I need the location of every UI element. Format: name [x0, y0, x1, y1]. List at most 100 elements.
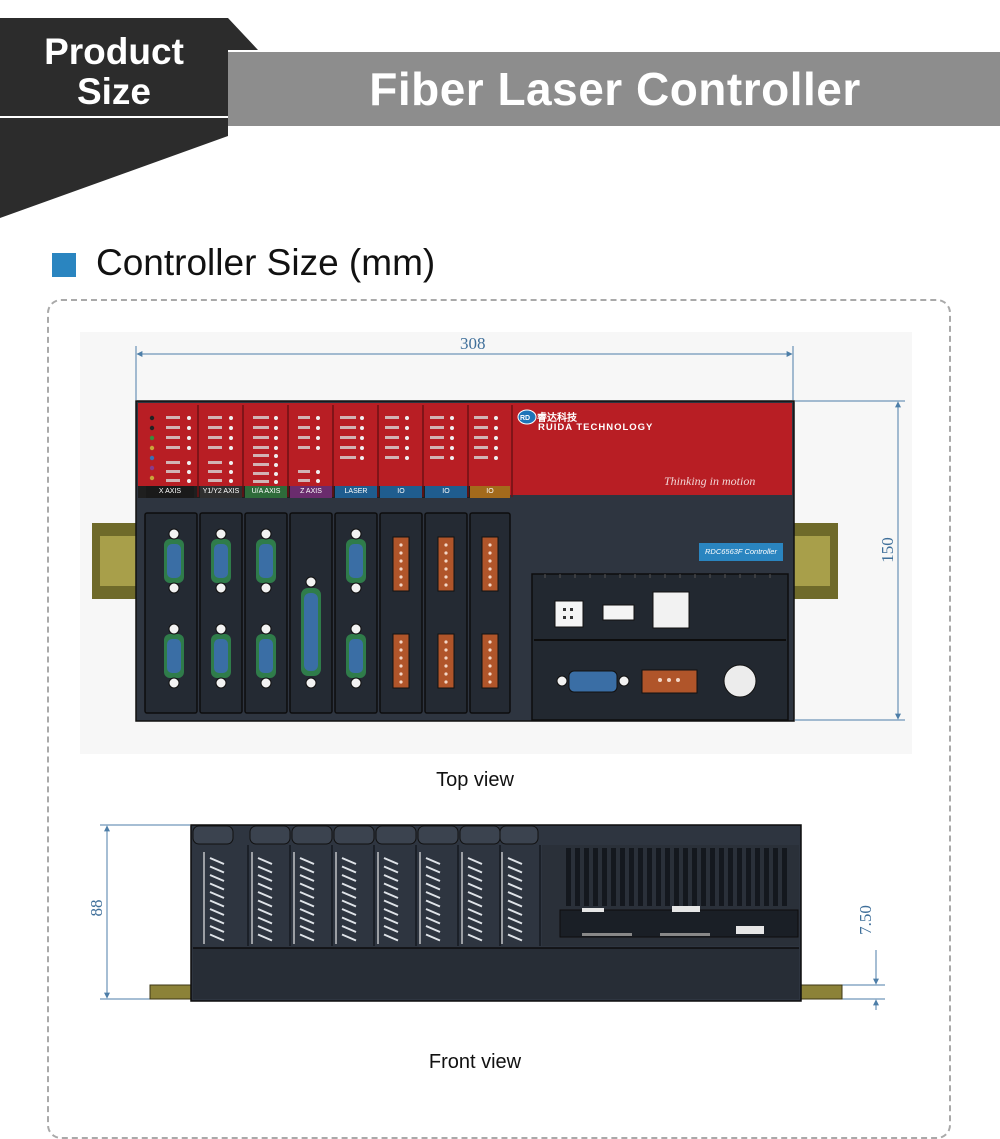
vent-slot: [209, 925, 225, 933]
vent-slot: [299, 882, 315, 891]
vent-slot: [507, 908, 523, 916]
vent-slot: [341, 882, 357, 891]
front-module-dividers: [247, 845, 541, 946]
brand-cn: 睿达科技: [537, 413, 577, 424]
svg-text:RD: RD: [520, 415, 530, 422]
module-label-io-3: IO: [486, 488, 494, 495]
vent-slot: [425, 865, 441, 874]
vent-slot: [257, 899, 273, 908]
ventilation-slots: [203, 852, 523, 944]
vent-slot: [507, 874, 523, 882]
heatsink-fin: [755, 848, 760, 906]
vent-slot: [383, 908, 399, 916]
module-label-ua-axis: U/A AXIS: [251, 488, 281, 495]
front-view-drawing: [100, 824, 885, 1010]
vent-slot: [257, 916, 273, 925]
vent-slot: [507, 925, 523, 933]
vent-slot: [257, 891, 273, 899]
vent-slot: [467, 908, 483, 916]
heatsink-fin: [737, 848, 742, 906]
module-separators: [197, 405, 513, 497]
module-color-tabs: [146, 486, 510, 498]
vent-slot: [257, 857, 273, 865]
vent-slot: [507, 899, 523, 908]
heatsink-fin: [593, 848, 598, 906]
module-label-io-1: IO: [397, 488, 405, 495]
vent-slot: [209, 916, 225, 925]
vent-slot: [341, 916, 357, 925]
product-size-badge: [0, 18, 258, 218]
vent-slot: [425, 891, 441, 899]
module-label-y-axis: Y1/Y2 AXIS: [202, 488, 240, 495]
brand-name: RUIDA TECHNOLOGY: [538, 422, 654, 433]
vent-slot: [425, 908, 441, 916]
vent-slot: [467, 874, 483, 882]
vent-slot: [341, 857, 357, 865]
din-rail-left: [92, 523, 138, 599]
vent-slot: [341, 899, 357, 908]
vent-slot: [299, 933, 315, 942]
vent-slot: [425, 916, 441, 925]
front-base: [193, 948, 799, 999]
heatsink-fin: [611, 848, 616, 906]
heatsink-fin: [620, 848, 625, 906]
module-label-io-2: IO: [442, 488, 450, 495]
front-rail-right: [795, 984, 843, 1000]
vent-slot: [383, 874, 399, 882]
axis-modules: [144, 512, 511, 714]
heatsink-fin: [584, 848, 589, 906]
ruida-logo: RD: [517, 409, 537, 425]
vent-slot: [425, 882, 441, 891]
badge-line2: Size: [76, 71, 152, 112]
slogan: Thinking in motion: [664, 474, 756, 488]
heatsink-fin: [566, 848, 571, 906]
vent-slot: [467, 925, 483, 933]
vent-slot: [425, 857, 441, 865]
top-view-caption: Top view: [436, 769, 514, 791]
vent-slot: [425, 933, 441, 942]
vent-slot: [257, 933, 273, 942]
height-dimension: [795, 400, 905, 721]
vent-slot: [507, 933, 523, 942]
din-rail-right: [792, 523, 838, 599]
power-terminal: [641, 669, 698, 694]
rail-thickness-label: 7.50: [856, 905, 875, 935]
heatsink-fin: [782, 848, 787, 906]
vent-slot: [383, 925, 399, 933]
axis-leds-colored: [149, 415, 155, 481]
ethernet-port: [652, 591, 690, 629]
heatsink-fin: [773, 848, 778, 906]
vent-slot: [299, 865, 315, 874]
vent-slot: [299, 899, 315, 908]
front-top-caps: [192, 825, 539, 845]
heatsink-fin: [764, 848, 769, 906]
heatsink-fin: [692, 848, 697, 906]
heatsink-fin: [575, 848, 580, 906]
front-right-block: [542, 845, 799, 946]
vent-slot: [341, 925, 357, 933]
power-button: [723, 664, 757, 698]
vent-slot: [467, 933, 483, 942]
vent-slot: [299, 891, 315, 899]
vent-slot: [257, 882, 273, 891]
serial-port: [556, 670, 630, 693]
vent-slot: [299, 857, 315, 865]
vent-slot: [299, 874, 315, 882]
vent-slot: [507, 882, 523, 891]
rail-thickness-dimension: [840, 950, 885, 1010]
heatsink-fin: [638, 848, 643, 906]
module-label-x-axis: X AXIS: [158, 488, 182, 495]
vent-slot: [383, 899, 399, 908]
top-view-drawing: RD: [80, 332, 912, 754]
vent-slot: [507, 891, 523, 899]
badge-label: Product Size: [0, 32, 228, 112]
vent-slot: [383, 916, 399, 925]
module-label-laser: LASER: [344, 488, 368, 495]
vent-slot: [341, 865, 357, 874]
vent-slot: [383, 882, 399, 891]
vent-slot: [209, 857, 225, 865]
vent-slot: [257, 908, 273, 916]
vent-slot: [257, 865, 273, 874]
heatsink-fin: [701, 848, 706, 906]
vent-slot: [467, 857, 483, 865]
